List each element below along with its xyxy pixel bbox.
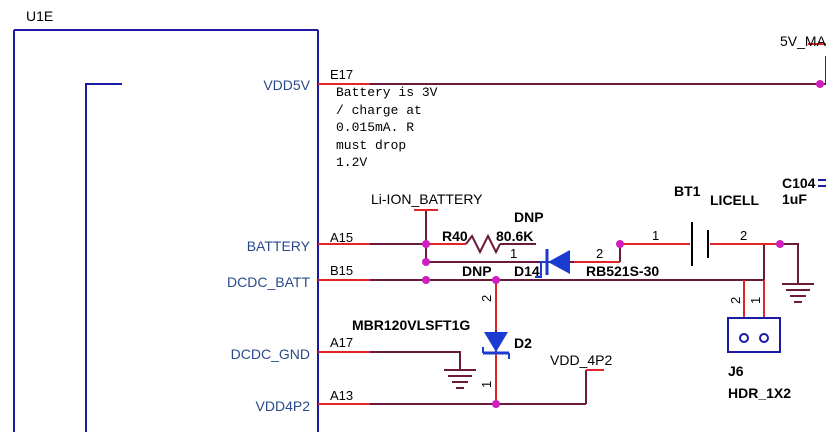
d2-pin-1: 1 [479,381,494,388]
d2-dnp: DNP [462,263,492,279]
pin-net-dcdc-batt: DCDC_BATT [227,274,310,290]
c104-capacitor-icon [818,179,826,187]
bt1-pin-2: 2 [740,228,747,243]
junction-battery-lower [422,258,430,266]
wire-dcdc-gnd [370,351,461,370]
bt1-pin-1: 1 [652,228,659,243]
r40-value: 80.6K [496,228,533,244]
j6-value: HDR_1X2 [728,385,791,401]
pin-number-a15: A15 [330,230,353,245]
pin-net-battery: BATTERY [247,238,311,254]
bt1-value: LICELL [710,192,759,208]
junction-vdd4p2 [492,400,500,408]
j6-ref: J6 [728,363,744,379]
u1e-inner-bracket [85,83,122,432]
net-label-li-ion: Li-ION_BATTERY [371,191,483,207]
c104-ref: C104 [782,175,816,191]
pin-number-a13: A13 [330,388,353,403]
d14-value: RB521S-30 [586,263,659,279]
note-line-2: / charge at [336,103,422,118]
ground-bt1-icon [782,283,814,303]
pin-net-dcdc-gnd: DCDC_GND [231,346,310,362]
d14-pin-2: 2 [596,246,603,261]
r40-resistor-icon[interactable] [465,233,501,255]
pin-number-b15: B15 [330,263,353,278]
j6-header-icon[interactable] [727,317,781,353]
bt1-ref: BT1 [674,183,701,199]
r40-pin-1: 1 [510,246,517,261]
d2-value: MBR120VLSFT1G [352,317,470,333]
d14-ref: D14 [514,263,540,279]
net-label-vdd-4p2: VDD_4P2 [550,352,612,368]
pin-net-vdd4p2: VDD4P2 [256,398,311,414]
junction-dcdc-a [422,276,430,284]
r40-ref: R40 [442,228,468,244]
note-line-1: Battery is 3V [336,85,438,100]
pin-number-a17: A17 [330,335,353,350]
junction-bt1-2 [776,240,784,248]
d14-diode-icon[interactable] [535,249,570,278]
d2-ref: D2 [514,335,532,351]
note-line-5: 1.2V [336,155,367,170]
note-line-3: 0.015mA. R [336,120,414,135]
junction-r40-bt1 [616,240,624,248]
wire-bt1-gnd [780,243,799,284]
c104-value: 1uF [782,191,807,207]
d14-dnp: DNP [514,209,544,225]
junction-5v-ma [816,80,824,88]
note-line-4: must drop [336,138,406,153]
net-label-5v-ma: 5V_MA [780,33,826,49]
pin-net-vdd5v: VDD5V [263,77,310,93]
u1e-symbol[interactable]: U1E [13,8,319,432]
pin-number-e17: E17 [330,67,353,82]
ground-dcdc-gnd-icon [444,369,476,389]
j6-pin-1: 1 [748,297,763,304]
junction-battery [422,240,430,248]
d2-pin-2: 2 [479,295,494,302]
d2-diode-icon[interactable] [482,332,510,359]
bt1-battery-icon[interactable] [691,222,709,266]
u1e-ref: U1E [26,8,53,24]
j6-pin-2: 2 [728,297,743,304]
junction-dcdc-d2 [492,276,500,284]
